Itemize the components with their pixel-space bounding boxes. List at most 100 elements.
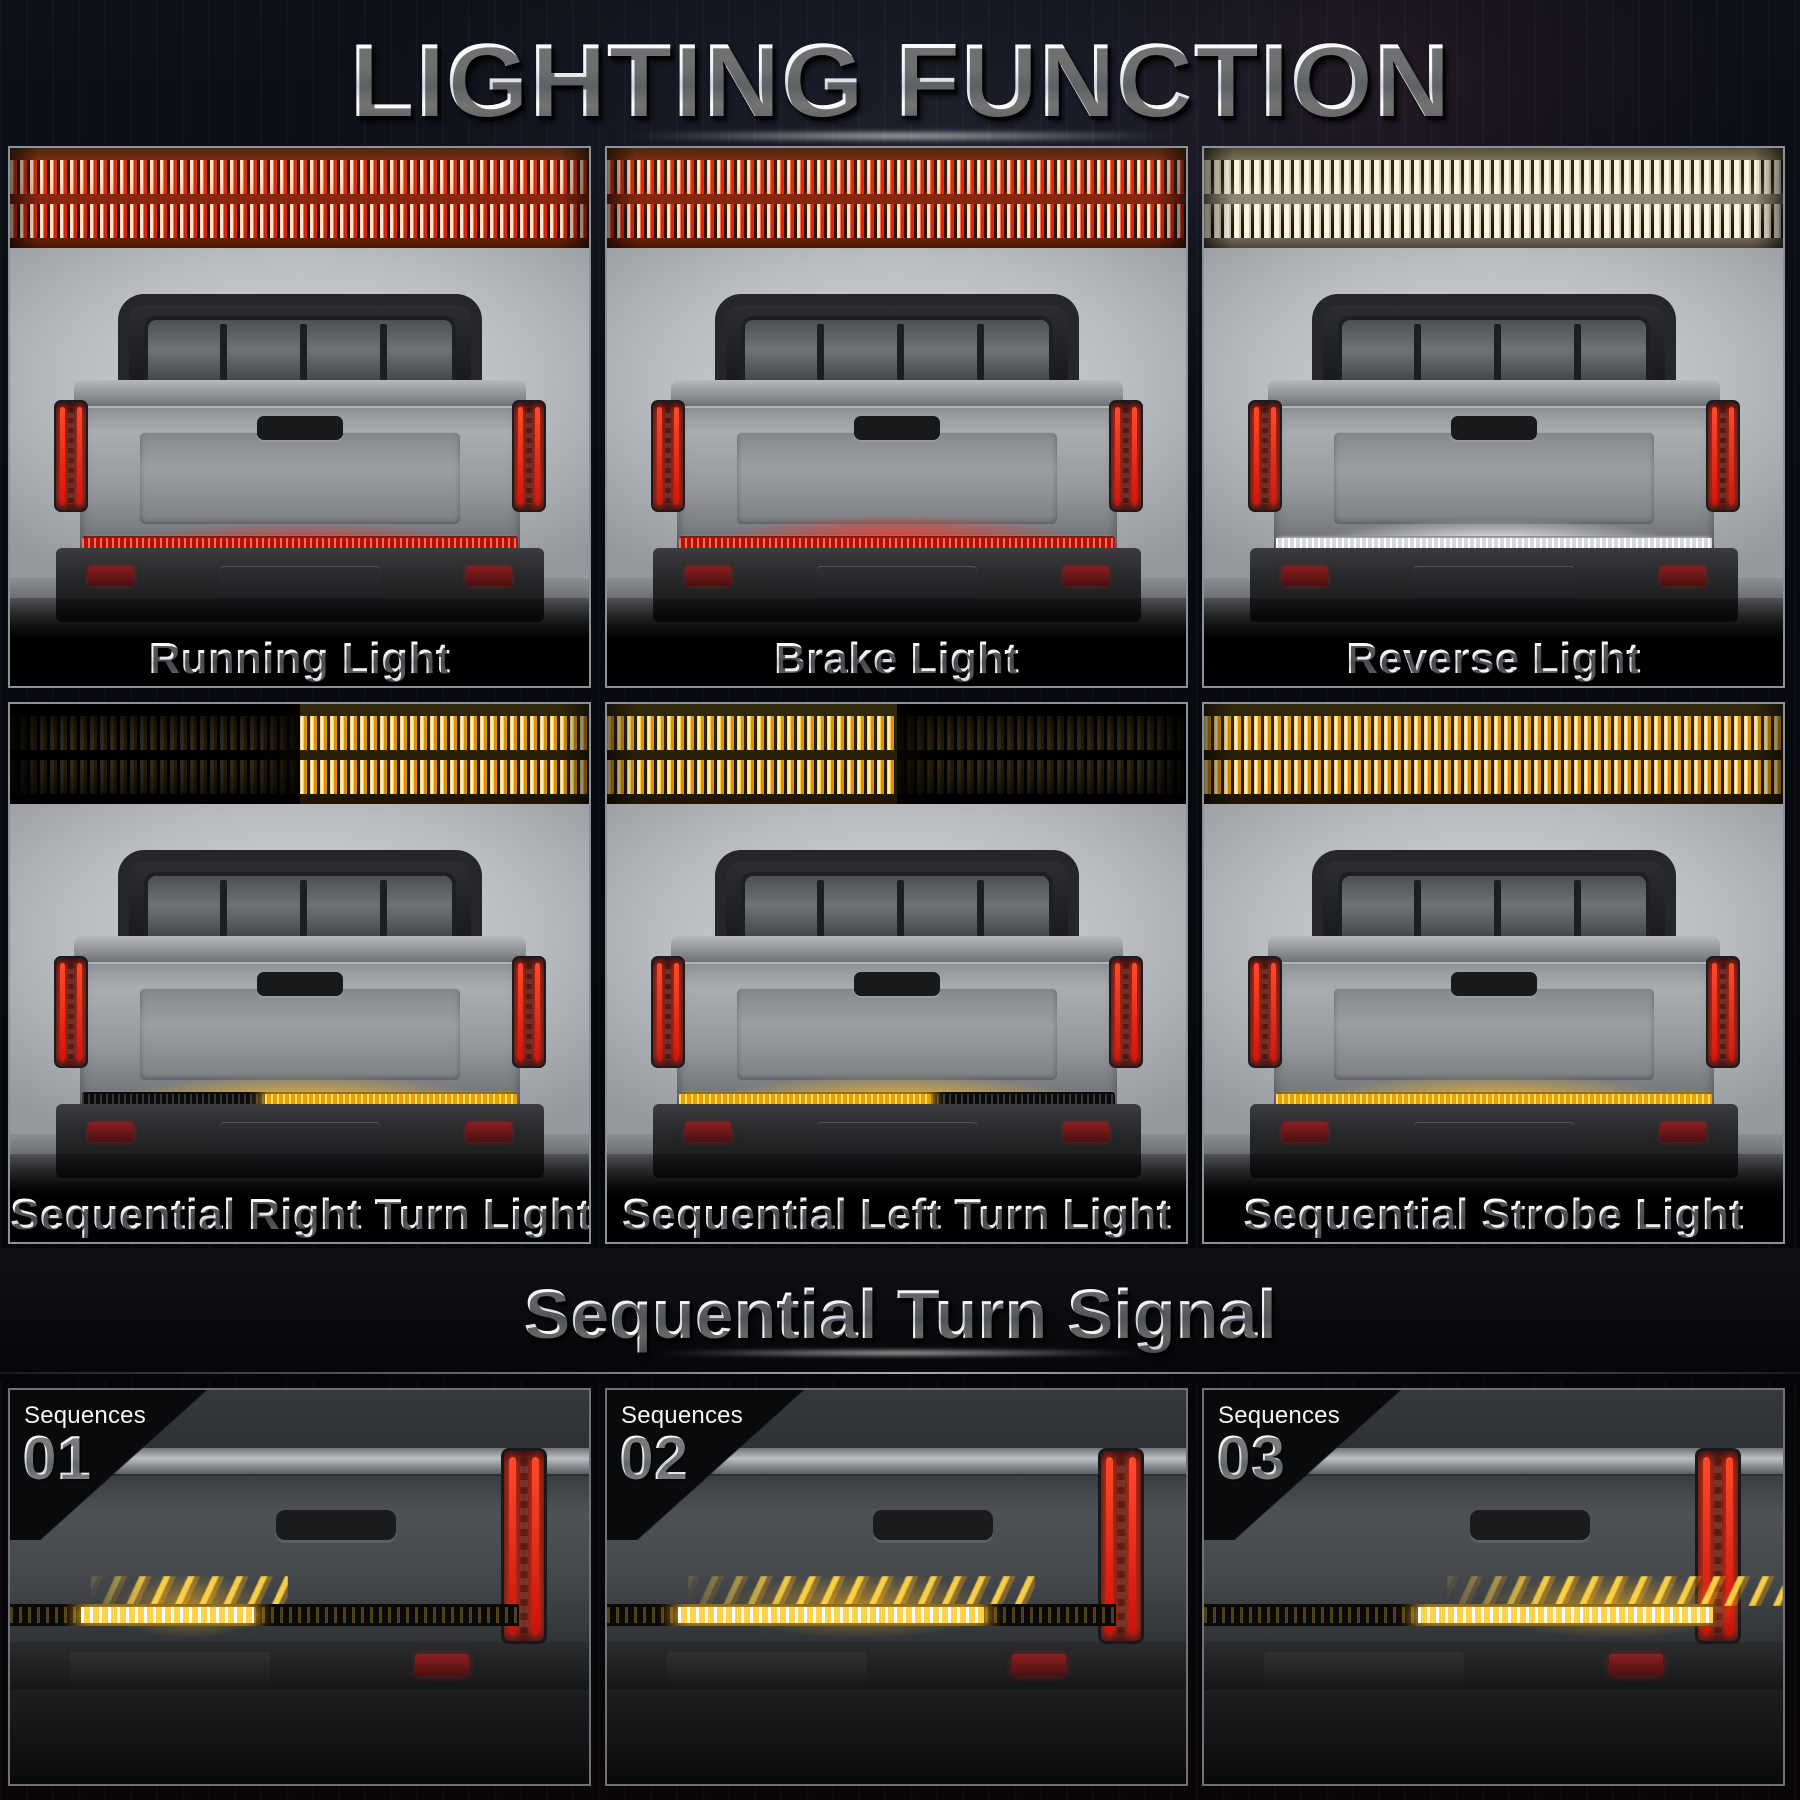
taillight-left: [650, 956, 685, 1068]
reflector-right: [1659, 1122, 1706, 1142]
sequence-panel: Sequences 01: [8, 1388, 591, 1786]
led-row-top: [607, 160, 1186, 194]
reflector-left: [684, 1122, 731, 1142]
function-caption: Sequential Left Turn Light: [607, 1190, 1186, 1240]
taillight-left: [1247, 400, 1282, 512]
taillight-right: [511, 400, 546, 512]
function-panel: Sequential Right Turn Light: [8, 702, 591, 1244]
truck-scene: Running Light: [10, 248, 589, 686]
taillight-left: [53, 400, 88, 512]
closeup-reflector: [1609, 1654, 1663, 1676]
light-bar-lit-leds: [1275, 1094, 1712, 1106]
rear-window: [143, 316, 456, 390]
led-strip-photo: [1204, 704, 1783, 804]
rear-window: [1337, 872, 1650, 946]
taillight-right: [1108, 956, 1143, 1068]
taillight-left: [1247, 956, 1282, 1068]
tailgate-inset: [1333, 432, 1654, 524]
sequence-light-bar: [10, 1604, 519, 1626]
led-strip-photo: [607, 704, 1186, 804]
sequential-turn-signal-band: Sequential Turn Signal: [0, 1248, 1800, 1380]
title-glow-accent: [540, 130, 1260, 142]
reflector-left: [87, 566, 134, 586]
led-strip-photo: [10, 148, 589, 248]
page-title: LIGHTING FUNCTION: [349, 23, 1451, 139]
light-bar-lit-leds: [1275, 538, 1712, 550]
taillight-right: [1705, 956, 1740, 1068]
function-panel: Reverse Light: [1202, 146, 1785, 688]
tailgate-inset: [139, 988, 460, 1080]
closeup-ground: [607, 1690, 1186, 1784]
tailgate-handle: [256, 416, 343, 440]
tailgate-inset: [736, 432, 1057, 524]
sequence-panel: Sequences 02: [605, 1388, 1188, 1786]
scene-lower-shadow: [10, 1154, 589, 1242]
led-row-bottom: [10, 204, 589, 238]
tailgate-inset: [1333, 988, 1654, 1080]
led-strip-dim-right: [896, 704, 1186, 804]
light-bar-lit-leds: [678, 538, 1115, 550]
reflector-right: [465, 1122, 512, 1142]
tailgate-handle: [1450, 416, 1537, 440]
closeup-reflector: [1012, 1654, 1066, 1676]
rear-window: [740, 872, 1053, 946]
pickup-truck-rear: [40, 294, 560, 644]
function-caption: Brake Light: [607, 634, 1186, 684]
function-caption: Running Light: [10, 634, 589, 684]
tailgate-handle: [853, 972, 940, 996]
reflector-right: [1062, 1122, 1109, 1142]
light-bar-lit-leds: [678, 1094, 932, 1106]
reflector-right: [1659, 566, 1706, 586]
sequence-bar-lit: [678, 1607, 984, 1623]
pickup-truck-rear: [637, 294, 1157, 644]
truck-scene: Reverse Light: [1204, 248, 1783, 686]
sequence-arrows: [1447, 1576, 1783, 1606]
closeup-ground: [10, 1690, 589, 1784]
section-heading-glow: [580, 1348, 1220, 1358]
closeup-license-plate: [1264, 1652, 1464, 1686]
truck-scene: Sequential Right Turn Light: [10, 804, 589, 1242]
rear-window: [1337, 316, 1650, 390]
closeup-tailgate-handle: [276, 1510, 397, 1540]
led-strip-dim-left: [10, 704, 300, 804]
sequence-arrows: [688, 1576, 1036, 1606]
rear-window: [143, 872, 456, 946]
function-panel: Brake Light: [605, 146, 1188, 688]
scene-lower-shadow: [607, 1154, 1186, 1242]
led-row-top: [1204, 160, 1783, 194]
closeup-license-plate: [70, 1652, 270, 1686]
taillight-right: [511, 956, 546, 1068]
scene-lower-shadow: [10, 598, 589, 686]
reflector-left: [1281, 566, 1328, 586]
led-strip-photo: [607, 148, 1186, 248]
pickup-truck-rear: [1234, 850, 1754, 1200]
pickup-truck-rear: [40, 850, 560, 1200]
taillight-right: [1108, 400, 1143, 512]
reflector-left: [87, 1122, 134, 1142]
tailgate-handle: [853, 416, 940, 440]
reflector-left: [684, 566, 731, 586]
tailgate-handle: [256, 972, 343, 996]
function-panel: Sequential Strobe Light: [1202, 702, 1785, 1244]
closeup-ground: [1204, 1690, 1783, 1784]
tailgate-inset: [736, 988, 1057, 1080]
led-strip-photo: [1204, 148, 1783, 248]
sequence-grid: Sequences 01 Sequences: [8, 1388, 1792, 1788]
function-caption: Reverse Light: [1204, 634, 1783, 684]
led-row-top: [10, 160, 589, 194]
led-light-bar: [81, 536, 518, 552]
led-row-top: [1204, 716, 1783, 750]
taillight-right: [1705, 400, 1740, 512]
rear-window: [740, 316, 1053, 390]
reflector-right: [1062, 566, 1109, 586]
closeup-reflector: [415, 1654, 469, 1676]
led-strip-photo: [10, 704, 589, 804]
pickup-truck-rear: [637, 850, 1157, 1200]
reflector-right: [465, 566, 512, 586]
light-bar-lit-leds: [81, 538, 518, 550]
scene-lower-shadow: [1204, 598, 1783, 686]
sequence-bar-lit: [1417, 1607, 1713, 1623]
taillight-left: [650, 400, 685, 512]
section-heading: Sequential Turn Signal: [523, 1275, 1277, 1353]
light-bar-lit-leds: [264, 1094, 518, 1106]
